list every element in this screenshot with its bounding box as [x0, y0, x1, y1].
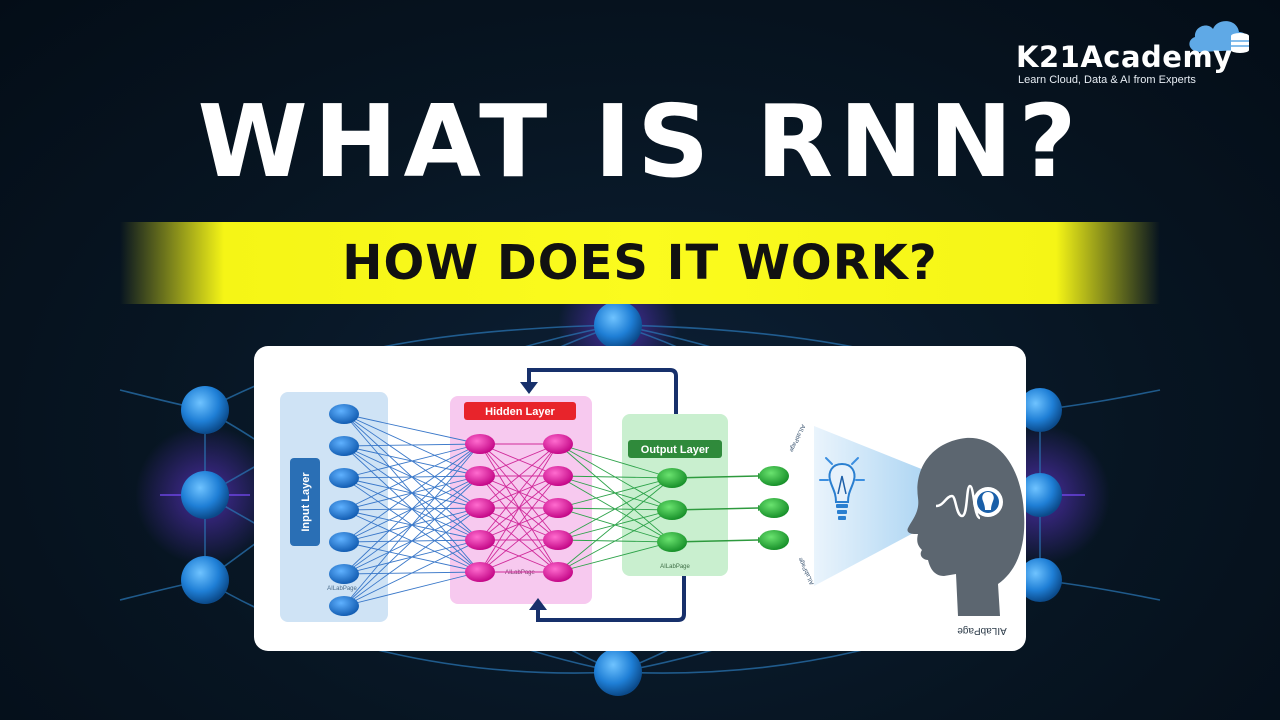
input-hidden-edge — [343, 443, 481, 575]
input-hidden-edge — [343, 443, 481, 511]
beam-watermark-bottom: AILabPage — [798, 556, 816, 586]
output-layer-label: Output Layer — [641, 444, 710, 456]
hidden-node — [465, 498, 495, 518]
hidden-hidden-edge — [479, 443, 559, 477]
final-output-node — [759, 498, 789, 518]
idea-beam — [814, 426, 934, 586]
output-node — [657, 468, 687, 488]
input-hidden-edge — [343, 443, 481, 543]
output-node — [657, 532, 687, 552]
lightbulb-icon — [819, 457, 865, 520]
highlight-band — [120, 222, 1160, 304]
hidden-node — [543, 466, 573, 486]
input-node — [329, 436, 359, 456]
brand-tagline: Learn Cloud, Data & AI from Experts — [1018, 74, 1196, 86]
input-hidden-edge — [343, 443, 481, 447]
recurrent-loop-bottom — [536, 576, 686, 622]
hidden-watermark: AILabPage — [505, 570, 535, 576]
hidden-node — [465, 562, 495, 582]
hidden-output-edge — [557, 541, 673, 573]
hidden-hidden-edge — [479, 539, 559, 573]
final-output-node — [759, 530, 789, 550]
input-hidden-edge — [343, 507, 481, 607]
input-node — [329, 532, 359, 552]
hidden-layer-label: Hidden Layer — [485, 406, 555, 418]
input-node — [329, 404, 359, 424]
hidden-node — [543, 562, 573, 582]
hidden-hidden-edge — [479, 443, 559, 541]
input-hidden-edge — [343, 475, 481, 607]
input-hidden-edge — [343, 413, 481, 445]
hidden-output-edge — [557, 509, 673, 573]
hidden-output-edge — [557, 443, 673, 479]
input-hidden-edge — [343, 443, 481, 479]
hidden-node — [543, 434, 573, 454]
input-hidden-edge — [343, 571, 481, 607]
input-node — [329, 500, 359, 520]
hidden-hidden-edge — [479, 443, 559, 509]
subtitle: HOW DOES IT WORK? — [342, 235, 938, 291]
input-hidden-edge — [343, 539, 481, 607]
input-node — [329, 596, 359, 616]
input-node — [329, 564, 359, 584]
input-watermark: AILabPage — [327, 586, 357, 592]
output-watermark: AILabPage — [660, 564, 690, 570]
hidden-node — [465, 466, 495, 486]
hidden-hidden-edge — [479, 443, 559, 573]
input-layer-label: Input Layer — [300, 472, 312, 532]
rnn-diagram-card: Input Layer Hidden Layer Output Layer AI… — [254, 346, 1026, 651]
human-head-icon: AILabPage — [907, 437, 1025, 636]
input-hidden-edge — [343, 443, 481, 607]
hidden-node — [465, 434, 495, 454]
main-title: WHAT IS RNN? — [197, 83, 1083, 200]
hidden-hidden-edge — [479, 507, 559, 573]
hidden-output-edge — [557, 477, 673, 541]
final-output-node — [759, 466, 789, 486]
rnn-diagram: Input Layer Hidden Layer Output Layer AI… — [280, 368, 1025, 636]
hidden-node — [543, 498, 573, 518]
hidden-output-edge — [557, 477, 673, 573]
k21academy-logo: K21Academy Learn Cloud, Data & AI from E… — [1012, 12, 1262, 92]
hidden-node — [465, 530, 495, 550]
hidden-output-edge — [557, 475, 673, 479]
head-watermark: AILabPage — [957, 625, 1007, 636]
hidden-output-edge — [557, 477, 673, 509]
output-node — [657, 500, 687, 520]
input-node — [329, 468, 359, 488]
hidden-hidden-edge — [479, 475, 559, 573]
recurrent-loop-top — [527, 368, 678, 414]
hidden-node — [543, 530, 573, 550]
cloud-database-icon — [1189, 21, 1249, 53]
brand-name: K21Academy — [1016, 40, 1233, 74]
beam-watermark-top: AILabPage — [787, 423, 805, 453]
